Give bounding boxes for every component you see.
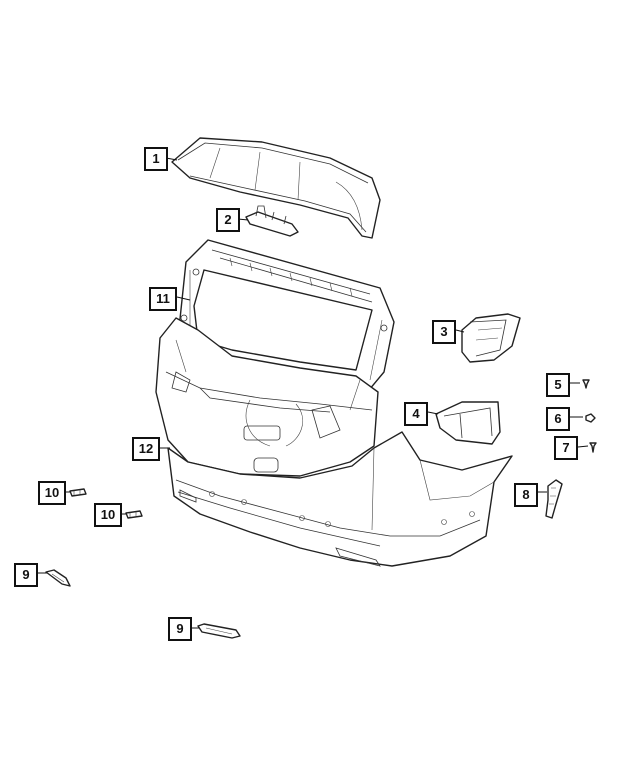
bumper-bracket-part xyxy=(545,479,563,519)
clip-5-part xyxy=(582,379,590,389)
callout-12: 12 xyxy=(132,437,160,461)
reflector-9b-part xyxy=(197,623,241,639)
screw-7-part xyxy=(589,442,597,453)
sensor-10a-part xyxy=(69,488,87,497)
callout-10a: 10 xyxy=(38,481,66,505)
sensor-10b-part xyxy=(125,510,143,519)
callout-5: 5 xyxy=(546,373,570,397)
callout-10b: 10 xyxy=(94,503,122,527)
handle-bracket-part xyxy=(245,205,299,237)
liftgate-panel-part xyxy=(155,317,379,477)
callout-4: 4 xyxy=(404,402,428,426)
callout-2: 2 xyxy=(216,208,240,232)
spoiler-part xyxy=(171,137,381,239)
reflector-9a-part xyxy=(45,569,71,587)
nut-6-part xyxy=(585,413,596,423)
callout-1: 1 xyxy=(144,147,168,171)
callout-11: 11 xyxy=(149,287,177,311)
upper-tail-lamp-part xyxy=(461,313,521,363)
callout-6: 6 xyxy=(546,407,570,431)
callout-8: 8 xyxy=(514,483,538,507)
rear-bumper-fascia-part xyxy=(167,431,513,567)
callout-7: 7 xyxy=(554,436,578,460)
callout-3: 3 xyxy=(432,320,456,344)
lower-tail-lamp-part xyxy=(435,401,501,445)
callout-9a: 9 xyxy=(14,563,38,587)
callout-9b: 9 xyxy=(168,617,192,641)
